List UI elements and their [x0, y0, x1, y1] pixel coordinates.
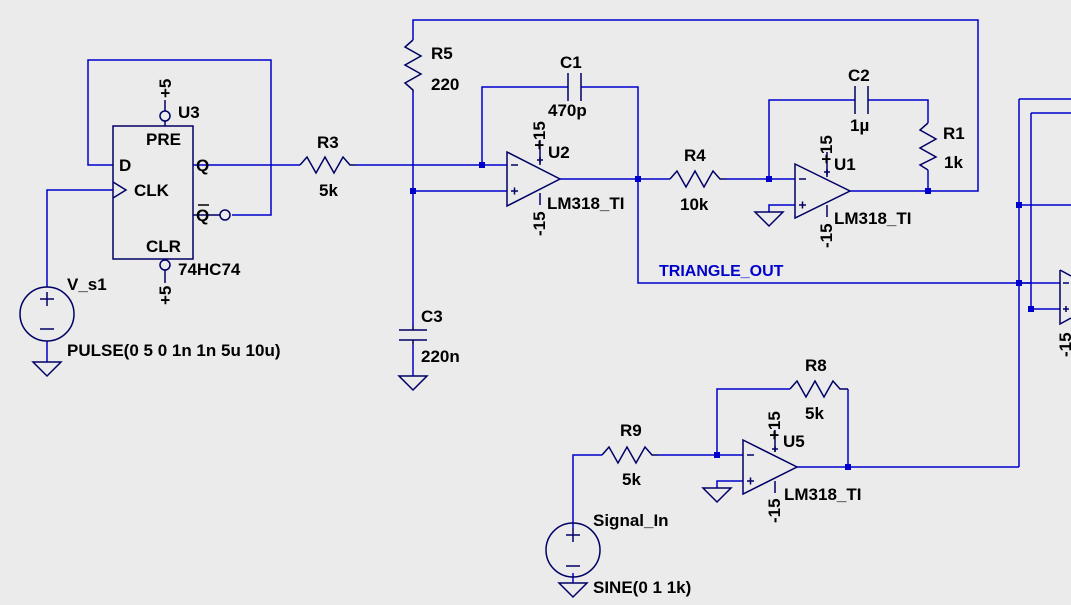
u1-vpos: +15	[817, 135, 836, 164]
resistor-r4[interactable]	[669, 169, 726, 189]
opamp-u2[interactable]	[506, 140, 562, 208]
ground-symbol	[397, 375, 429, 392]
vs1-value: PULSE(0 5 0 1n 1n 5u 10u)	[67, 341, 281, 360]
r8-ref: R8	[805, 356, 827, 375]
vs1-ref: V_s1	[67, 275, 107, 294]
r3-ref: R3	[317, 133, 339, 152]
c1-ref: C1	[560, 53, 582, 72]
wires	[46, 19, 1071, 583]
u3-pin-q: Q	[196, 156, 209, 175]
c2-ref: C2	[848, 66, 870, 85]
resistor-r8[interactable]	[789, 379, 848, 399]
net-label-triangle-out: TRIANGLE_OUT	[659, 263, 784, 280]
r5-ref: R5	[431, 44, 453, 63]
ground-symbol	[31, 361, 63, 378]
capacitor-c2[interactable]	[854, 86, 869, 114]
u1-ref: U1	[834, 155, 856, 174]
capacitor-c3[interactable]	[399, 325, 427, 345]
u3-pin-clk: CLK	[134, 181, 170, 200]
u3-pin-d: D	[119, 156, 131, 175]
u3-pin-pre: PRE	[146, 130, 181, 149]
u3-supply-top: +5	[156, 79, 175, 98]
u1-part: LM318_TI	[834, 209, 911, 228]
c1-value: 470p	[548, 101, 587, 120]
junctions	[410, 162, 1034, 470]
opamp-u1[interactable]	[794, 152, 852, 220]
c3-value: 220n	[421, 347, 460, 366]
r5-value: 220	[431, 75, 459, 94]
u3-pin-qbar: Q	[196, 206, 209, 225]
flip-flop-u3[interactable]	[112, 100, 231, 283]
u2-vneg: -15	[530, 211, 549, 236]
u5-ref: U5	[783, 432, 805, 451]
u3-pin-clr: CLR	[146, 237, 181, 256]
u5-vpos: +15	[765, 411, 784, 440]
c2-value: 1µ	[850, 116, 869, 135]
r3-value: 5k	[319, 181, 338, 200]
ground-symbol	[557, 582, 589, 599]
r4-value: 10k	[680, 195, 709, 214]
r4-ref: R4	[684, 146, 706, 165]
u2-part: LM318_TI	[547, 194, 624, 213]
u2-ref: U2	[548, 143, 570, 162]
r9-ref: R9	[620, 421, 642, 440]
u2-vpos: +15	[530, 121, 549, 150]
r8-value: 5k	[805, 404, 824, 423]
u1-vneg: -15	[817, 223, 836, 248]
voltage-source-vs1[interactable]	[19, 286, 75, 342]
r1-ref: R1	[943, 124, 965, 143]
signal-in-value: SINE(0 1 1k)	[593, 578, 691, 597]
voltage-source-signal-in[interactable]	[545, 522, 601, 578]
opamp-partial[interactable]	[1059, 269, 1071, 326]
ground-symbol	[753, 211, 785, 228]
resistor-r9[interactable]	[601, 445, 658, 465]
c3-ref: C3	[421, 307, 443, 326]
resistor-r5[interactable]	[403, 39, 423, 92]
u3-supply-bottom: +5	[156, 286, 175, 305]
r1-value: 1k	[944, 153, 963, 172]
u5-vneg: -15	[765, 498, 784, 523]
r9-value: 5k	[622, 470, 641, 489]
u3-part: 74HC74	[178, 260, 241, 279]
opamp-u5[interactable]	[742, 430, 799, 496]
u5-part: LM318_TI	[784, 485, 861, 504]
capacitor-c1[interactable]	[567, 73, 582, 101]
signal-in-ref: Signal_In	[593, 511, 669, 530]
resistor-r1[interactable]	[918, 122, 938, 171]
resistor-r3[interactable]	[299, 155, 356, 175]
partial-vneg: -15	[1056, 332, 1071, 357]
ground-symbol	[701, 487, 733, 504]
u3-ref: U3	[178, 103, 200, 122]
